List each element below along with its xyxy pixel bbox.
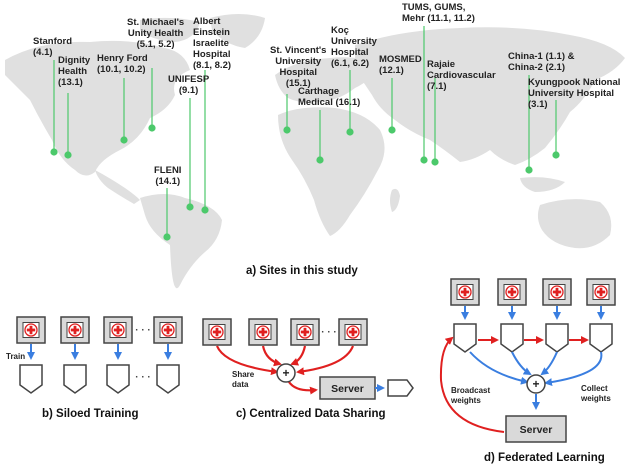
server-box [505, 415, 567, 443]
site-marker-unifesp [186, 98, 194, 211]
collect-weights-label: Collect weights [581, 384, 611, 403]
site-marker-kyungpook [552, 100, 560, 159]
caption-siloed-training: b) Siloed Training [42, 408, 139, 420]
hospital-cross-icon [497, 278, 527, 306]
hospital-cross-icon [16, 316, 46, 344]
hospital-cross-icon [103, 316, 133, 344]
model-pentagon-icon [589, 323, 613, 353]
site-marker-dignity [64, 93, 72, 159]
site-markers [50, 26, 560, 241]
ellipsis: · · · [135, 325, 151, 336]
site-marker-tums [420, 26, 428, 164]
hospital-cross-icon [60, 316, 90, 344]
model-pentagon-icon [387, 379, 414, 397]
site-label-dignity: Dignity Health (13.1) [58, 55, 91, 88]
hospital-cross-icon [542, 278, 572, 306]
model-pentagon-icon [545, 323, 569, 353]
hospital-cross-icon [450, 278, 480, 306]
sum-circle-icon [526, 374, 546, 394]
model-pentagon-icon [106, 364, 130, 394]
site-marker-albert-einstein [201, 70, 209, 214]
hospital-cross-icon [586, 278, 616, 306]
site-marker-st-vincents [283, 94, 291, 134]
site-label-albert-einstein: Albert Einstein Israelite Hospital (8.1,… [193, 16, 232, 71]
site-label-tums: TUMS, GUMS, Mehr (11.1, 11.2) [402, 2, 475, 24]
site-marker-rajaie [431, 78, 439, 166]
federated-learning-diagram [439, 278, 616, 443]
site-label-stanford: Stanford (4.1) [33, 36, 73, 58]
site-label-kyungpook: Kyungpook National University Hospital (… [528, 77, 621, 110]
share-data-label: Share data [232, 370, 255, 389]
site-label-mosmed: MOSMED (12.1) [379, 54, 422, 76]
centralized-sharing-diagram [202, 318, 414, 400]
caption-centralized-sharing: c) Centralized Data Sharing [236, 408, 386, 420]
site-marker-china [525, 75, 533, 174]
site-marker-stanford [50, 60, 58, 156]
ellipsis: · · · [321, 327, 337, 338]
site-marker-st-michaels [148, 68, 156, 132]
site-label-rajaie: Rajaie Cardiovascular (7.1) [427, 59, 496, 92]
siloed-training-diagram [16, 316, 183, 394]
svg-text-labels: Server Server + + · · · · · · · · · [135, 325, 552, 436]
ellipsis: · · · [135, 372, 151, 383]
model-pentagon-icon [453, 323, 477, 353]
server-label: Server [331, 383, 364, 395]
model-pentagon-icon [156, 364, 180, 394]
site-label-carthage: Carthage Medical (16.1) [298, 86, 361, 108]
hospital-cross-icon [248, 318, 278, 346]
sum-symbol: + [532, 377, 539, 391]
site-label-henry-ford: Henry Ford (10.1, 10.2) [97, 53, 148, 75]
site-marker-koc [346, 70, 354, 136]
site-marker-henry-ford [120, 78, 128, 144]
hospital-cross-icon [338, 318, 368, 346]
site-marker-carthage [316, 110, 324, 164]
site-marker-mosmed [388, 78, 396, 134]
model-pentagon-icon [500, 323, 524, 353]
sum-circle-icon [276, 363, 296, 383]
site-marker-fleni [163, 188, 171, 241]
site-label-st-michaels: St. Michael's Unity Health (5.1, 5.2) [127, 17, 185, 50]
world-map [5, 14, 625, 289]
site-label-unifesp: UNIFESP (9.1) [168, 74, 210, 96]
site-label-china: China-1 (1.1) & China-2 (2.1) [508, 51, 575, 73]
server-label: Server [520, 424, 553, 436]
model-pentagon-icon [19, 364, 43, 394]
caption-federated-learning: d) Federated Learning [484, 452, 605, 464]
sum-symbol: + [282, 366, 289, 380]
hospital-cross-icon [202, 318, 232, 346]
train-label: Train [6, 352, 26, 361]
hospital-cross-icon [153, 316, 183, 344]
broadcast-weights-label: Broadcast weights [451, 386, 491, 405]
caption-sites: a) Sites in this study [246, 265, 358, 277]
site-label-fleni: FLENI (14.1) [154, 165, 182, 187]
site-label-koc: Koç University Hospital (6.1, 6.2) [331, 25, 377, 69]
hospital-cross-icon [290, 318, 320, 346]
model-pentagon-icon [63, 364, 87, 394]
site-label-st-vincents: St. Vincent's University Hospital (15.1) [270, 45, 327, 89]
